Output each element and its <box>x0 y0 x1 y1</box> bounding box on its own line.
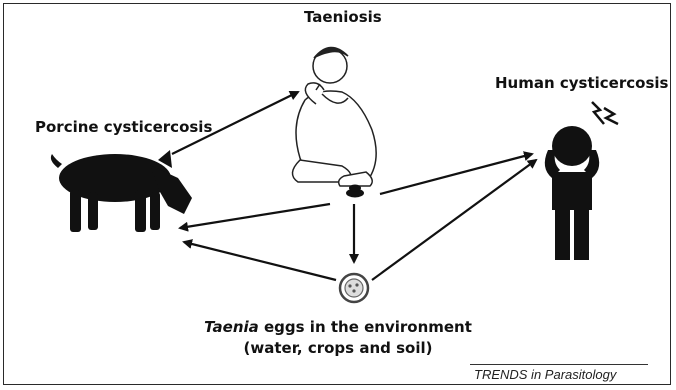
squatting-man-icon <box>292 47 376 186</box>
arrow-egg-to-human <box>372 160 536 280</box>
arrow-man-to-pig <box>180 204 330 228</box>
headache-person-icon <box>545 102 618 260</box>
porcine-cysticercosis-label: Porcine cysticercosis <box>35 118 212 136</box>
egg-icon <box>340 274 368 302</box>
source-divider <box>470 364 648 365</box>
source-credit: TRENDS in Parasitology <box>474 367 616 382</box>
pig-icon <box>51 150 192 232</box>
eggs-environment-sublabel: (water, crops and soil) <box>0 339 676 357</box>
human-cysticercosis-label: Human cysticercosis <box>495 74 668 92</box>
eggs-environment-label: Taenia eggs in the environment <box>0 318 676 336</box>
taeniosis-label: Taeniosis <box>304 8 382 26</box>
arrow-egg-to-pig <box>184 242 336 280</box>
eggs-label-rest: eggs in the environment <box>259 318 472 336</box>
taenia-italic: Taenia <box>204 318 259 336</box>
arrow-man-to-human <box>380 154 532 194</box>
